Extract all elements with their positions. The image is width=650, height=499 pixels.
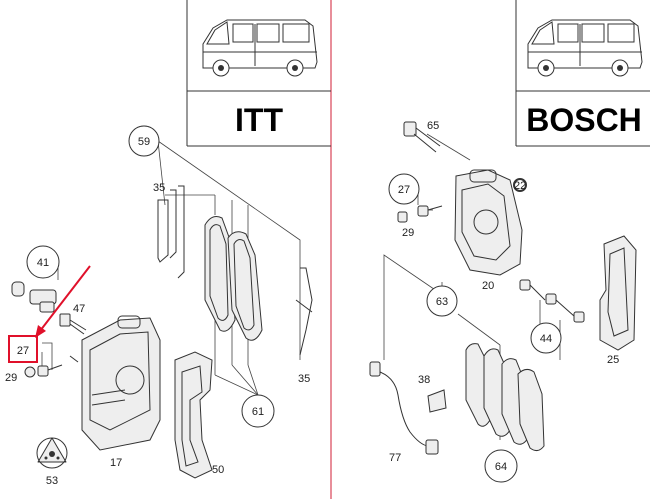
brand-bosch: BOSCH bbox=[526, 102, 642, 138]
label-47: 47 bbox=[73, 303, 85, 315]
label-77: 77 bbox=[389, 452, 401, 464]
part-41-guide-pins bbox=[11, 281, 57, 313]
left-leader-lines bbox=[41, 140, 301, 396]
label-29-right: 29 bbox=[402, 227, 414, 239]
label-17: 17 bbox=[110, 457, 122, 469]
svg-text:44: 44 bbox=[540, 333, 552, 345]
highlighted-part-27[interactable]: 27 bbox=[8, 335, 38, 363]
callout-41[interactable]: 41 bbox=[26, 245, 60, 279]
van-icon bbox=[202, 19, 318, 77]
svg-text:27: 27 bbox=[398, 184, 410, 196]
part-47-bolt bbox=[59, 313, 87, 335]
part-64-brake-pads bbox=[465, 343, 545, 452]
brand-itt: ITT bbox=[235, 102, 283, 138]
highlight-arrow bbox=[35, 265, 91, 338]
svg-text:41: 41 bbox=[37, 257, 49, 269]
part-35-spring bbox=[295, 267, 313, 356]
part-38-clip bbox=[427, 389, 447, 413]
callout-61[interactable]: 61 bbox=[241, 394, 275, 428]
label-35-top: 35 bbox=[153, 182, 165, 194]
svg-text:63: 63 bbox=[436, 296, 448, 308]
svg-text:27: 27 bbox=[17, 345, 29, 357]
part-65-bolt bbox=[403, 121, 441, 153]
part-25-bracket bbox=[599, 235, 637, 351]
panel-dividers bbox=[186, 0, 650, 499]
part-20-caliper bbox=[454, 169, 523, 276]
callout-59[interactable]: 59 bbox=[128, 125, 160, 157]
part-17-caliper bbox=[81, 315, 161, 451]
part-53-cap bbox=[37, 437, 67, 463]
label-29-left: 29 bbox=[5, 372, 17, 384]
callout-44[interactable]: 44 bbox=[530, 322, 562, 354]
label-20: 20 bbox=[482, 280, 494, 292]
callout-27-right[interactable]: 27 bbox=[388, 173, 420, 205]
part-29-bleed-screw bbox=[24, 355, 79, 378]
part-22-ring bbox=[513, 178, 527, 192]
callout-63[interactable]: 63 bbox=[426, 285, 458, 317]
label-38: 38 bbox=[418, 374, 430, 386]
label-22: 22 bbox=[514, 180, 526, 192]
callout-64[interactable]: 64 bbox=[484, 449, 518, 483]
label-65: 65 bbox=[427, 120, 439, 132]
part-50-bracket bbox=[174, 351, 213, 479]
label-35-bottom: 35 bbox=[298, 373, 310, 385]
part-77-wear-sensor bbox=[369, 361, 439, 455]
part-44-bolts bbox=[519, 279, 585, 323]
label-25: 25 bbox=[607, 354, 619, 366]
svg-text:61: 61 bbox=[252, 406, 264, 418]
part-35-clip bbox=[157, 189, 177, 263]
part-29-right bbox=[397, 205, 443, 223]
van-icon bbox=[527, 19, 643, 77]
svg-text:53: 53 bbox=[46, 475, 58, 487]
label-50: 50 bbox=[212, 464, 224, 476]
svg-text:64: 64 bbox=[495, 461, 507, 473]
svg-text:59: 59 bbox=[138, 136, 150, 148]
callout-53[interactable]: 53 bbox=[36, 437, 68, 487]
